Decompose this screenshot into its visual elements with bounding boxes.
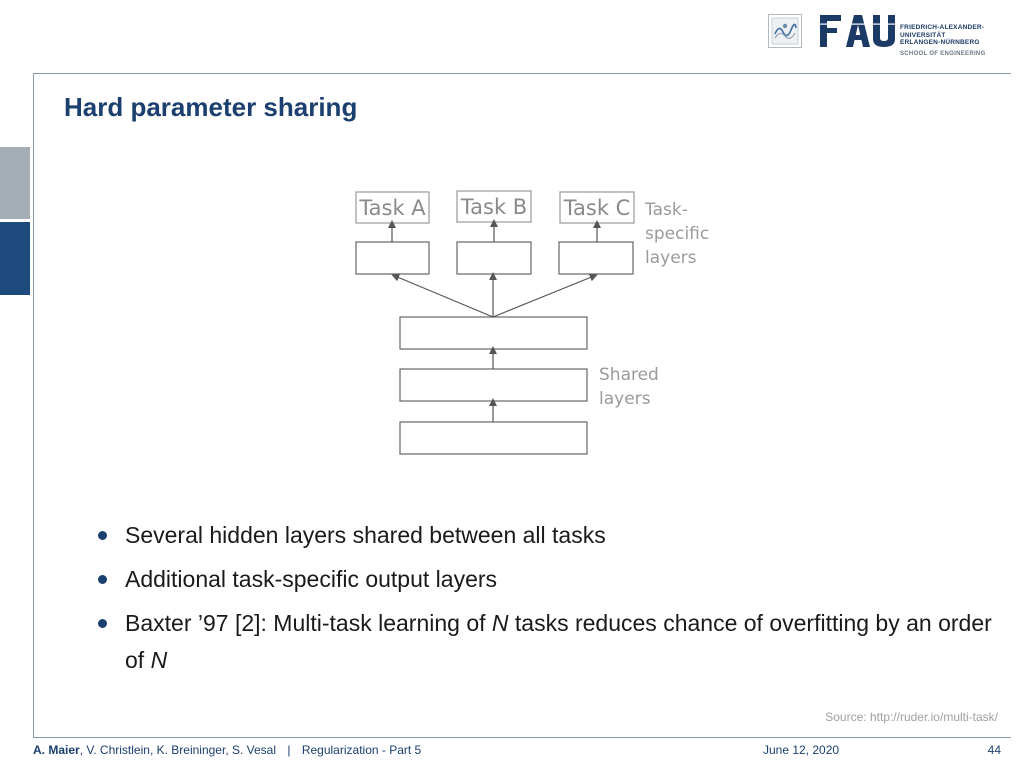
frame-bottom-line bbox=[33, 737, 1011, 738]
bullet-dot-icon bbox=[98, 531, 107, 540]
task-c-layer bbox=[558, 241, 634, 275]
university-line: FRIEDRICH-ALEXANDER- bbox=[900, 24, 985, 31]
page-number: 44 bbox=[987, 743, 1001, 757]
source-citation: Source: http://ruder.io/multi-task/ bbox=[825, 710, 998, 724]
bullet-item: Baxter ’97 [2]: Multi-task learning of N… bbox=[96, 605, 1006, 679]
side-section-marker-active bbox=[0, 222, 30, 295]
bullet-item: Several hidden layers shared between all… bbox=[96, 517, 1006, 554]
school-name: SCHOOL OF ENGINEERING bbox=[900, 51, 986, 57]
task-a-layer bbox=[355, 241, 430, 275]
diagram-graphic bbox=[355, 190, 635, 455]
university-emblem-icon bbox=[768, 14, 802, 48]
task-specific-layers-label: Task- specific layers bbox=[645, 200, 710, 268]
frame-top-line bbox=[33, 73, 1011, 74]
arrow-shared-to-a bbox=[391, 273, 494, 318]
fau-wordmark-icon bbox=[820, 15, 896, 47]
bullet-dot-icon bbox=[98, 575, 107, 584]
shared-layers-label: Shared layers bbox=[599, 365, 659, 409]
university-name: FRIEDRICH-ALEXANDER- UNIVERSITÄT ERLANGE… bbox=[900, 24, 984, 47]
fau-logo: FRIEDRICH-ALEXANDER- UNIVERSITÄT ERLANGE… bbox=[768, 12, 1008, 62]
footer: A. Maier, V. Christlein, K. Breininger, … bbox=[33, 743, 1011, 757]
arrow-shared-to-c bbox=[492, 273, 598, 318]
task-b-layer bbox=[456, 241, 532, 275]
university-line: UNIVERSITÄT bbox=[900, 31, 946, 39]
university-line: ERLANGEN-NÜRNBERG bbox=[900, 39, 980, 46]
shared-layer-top bbox=[399, 316, 588, 350]
frame-left-line bbox=[33, 73, 34, 738]
slide-title: Hard parameter sharing bbox=[64, 92, 358, 122]
task-a-label: Task A bbox=[359, 196, 426, 220]
side-section-marker bbox=[0, 147, 30, 219]
lecture-title: Regularization - Part 5 bbox=[301, 743, 422, 757]
bullet-item: Additional task-specific output layers bbox=[96, 561, 1006, 598]
task-c-label: Task C bbox=[563, 196, 631, 220]
bullet-dot-icon bbox=[98, 619, 107, 628]
hard-sharing-diagram: Task A Task B Task C Task- specific laye… bbox=[340, 180, 740, 470]
footer-authors: A. Maier, V. Christlein, K. Breininger, … bbox=[33, 743, 421, 757]
footer-separator: | bbox=[287, 743, 291, 757]
bullet-list: Several hidden layers shared between all… bbox=[96, 517, 1006, 686]
task-b-label: Task B bbox=[460, 195, 528, 219]
lead-author: A. Maier bbox=[33, 743, 80, 757]
shared-layer-bottom bbox=[399, 421, 588, 455]
shared-layer-middle bbox=[399, 368, 588, 402]
footer-date: June 12, 2020 bbox=[763, 743, 840, 757]
coauthors: , V. Christlein, K. Breininger, S. Vesal bbox=[79, 743, 277, 757]
